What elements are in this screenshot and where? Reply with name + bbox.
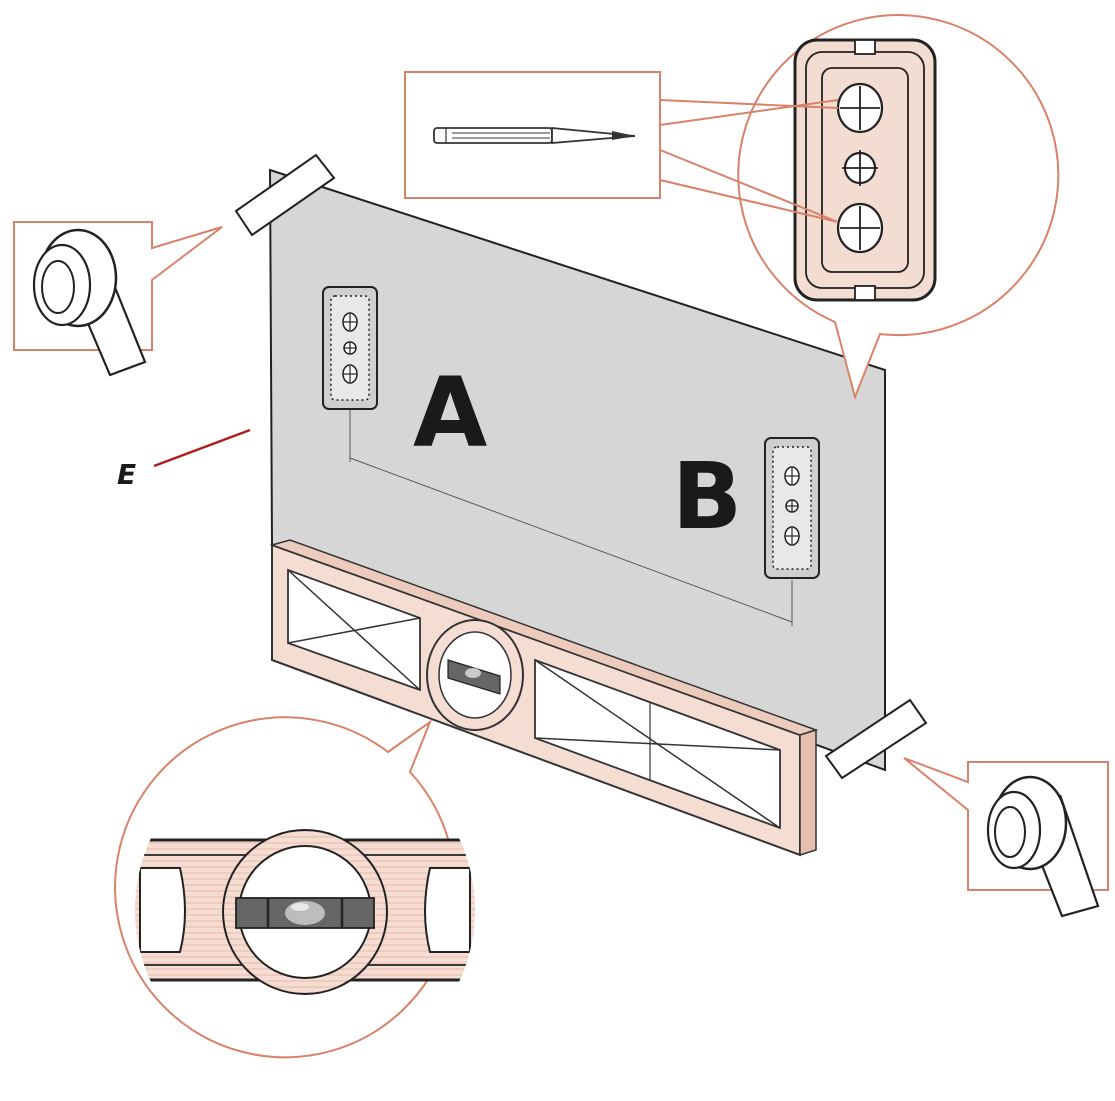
- pencil-callout: [404, 71, 661, 199]
- template-sheet: [268, 168, 886, 772]
- template-sheet-leader-line: [153, 428, 251, 468]
- tape-strip-bottom-right: [824, 698, 928, 780]
- template-sheet-label-e: E: [117, 458, 136, 491]
- spirit-level-icon: [269, 539, 819, 857]
- dimension-line: [349, 410, 793, 626]
- template-label-b: B: [672, 443, 742, 550]
- wall-bracket-icon: [764, 437, 820, 579]
- spirit-level-zoom-callout: [114, 716, 475, 1059]
- pencil-icon: [433, 127, 636, 144]
- pencil-leader-lines: [659, 99, 839, 223]
- spirit-level-icon: [135, 829, 475, 995]
- tape-roll-icon: [986, 775, 1100, 918]
- wall-bracket-icon: [322, 286, 378, 410]
- tape-strip-top-left: [234, 153, 336, 237]
- template-label-a: A: [413, 357, 487, 469]
- tape-callout-left: [13, 221, 223, 377]
- tape-callout-right: [903, 757, 1109, 918]
- tape-roll-icon: [32, 228, 147, 377]
- bracket-zoom-callout: [737, 14, 1060, 401]
- wall-bracket-icon: [793, 38, 937, 302]
